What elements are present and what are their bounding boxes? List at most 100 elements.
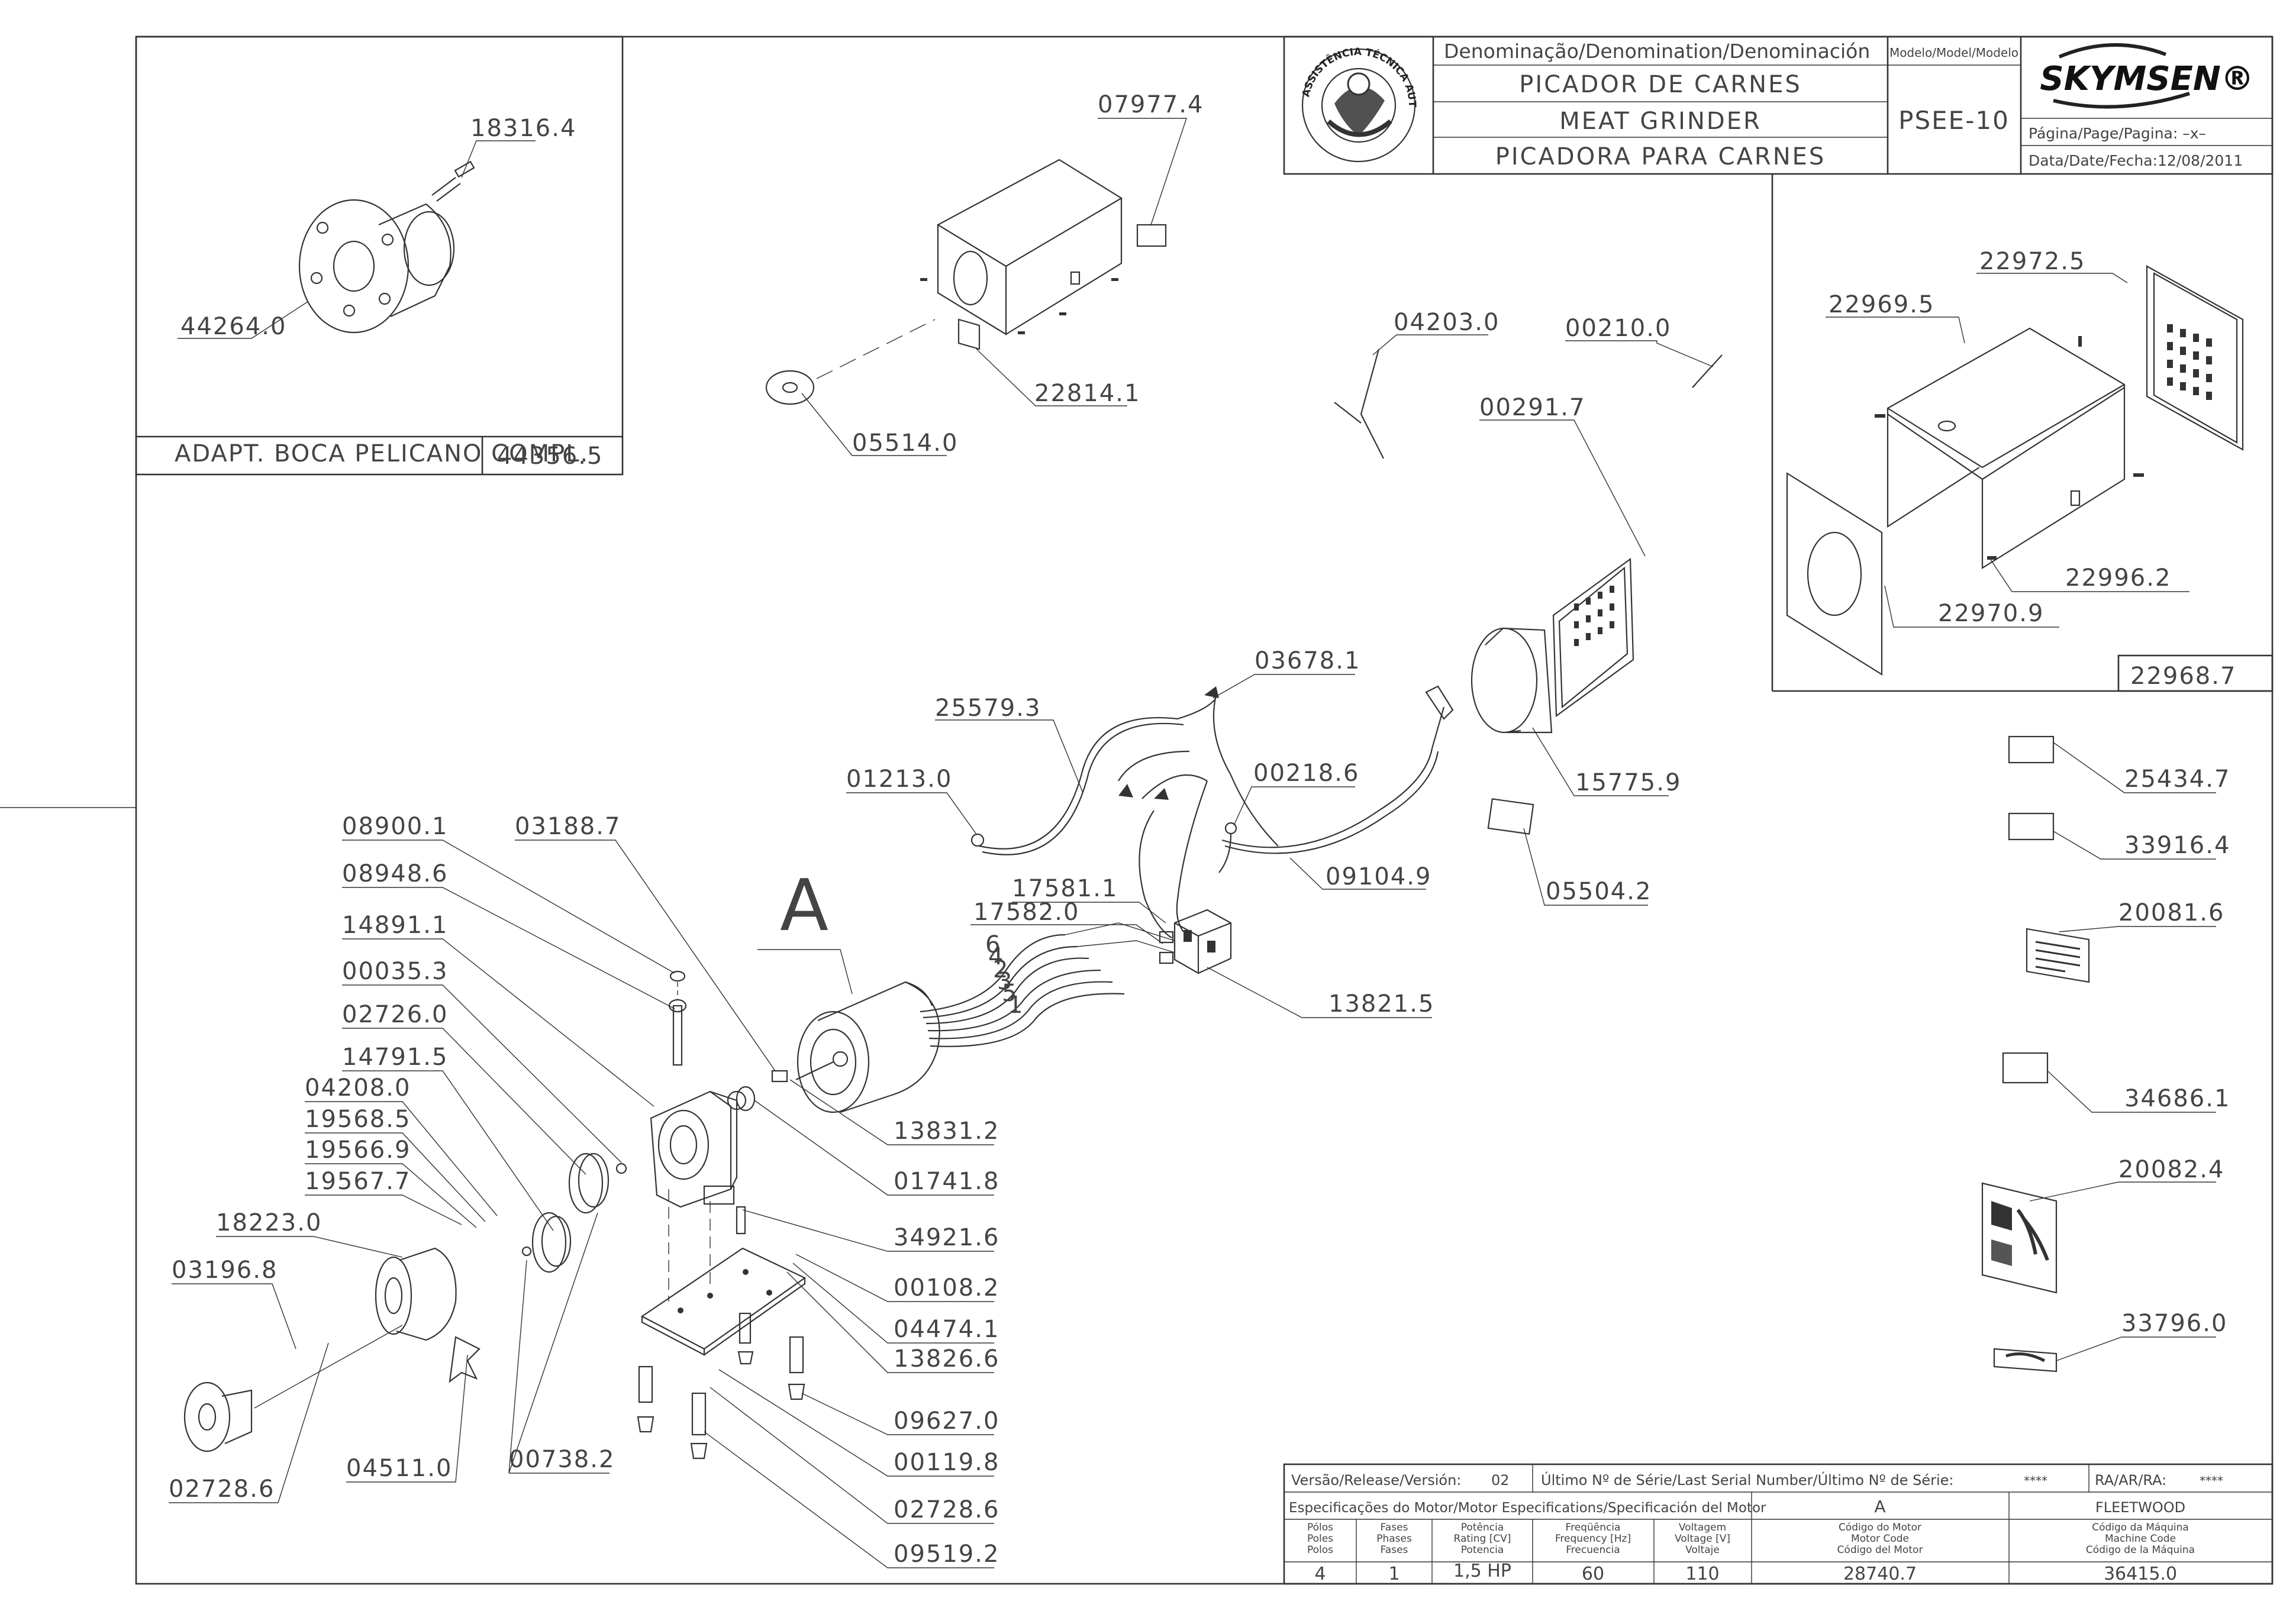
label-09104-9: 09104.9 bbox=[1326, 863, 1431, 890]
col-rating-pt: Potência bbox=[1461, 1522, 1504, 1533]
warning-label-20081-6 bbox=[2026, 928, 2090, 983]
value-phases: 1 bbox=[1388, 1564, 1399, 1584]
col-voltage-es: Voltaje bbox=[1685, 1544, 1720, 1556]
label-17581-1: 17581.1 bbox=[1012, 875, 1118, 902]
label-44264-0: 44264.0 bbox=[180, 313, 286, 340]
col-voltage-en: Voltage [V] bbox=[1675, 1533, 1730, 1545]
col-machine-code-en: Machine Code bbox=[2105, 1533, 2176, 1545]
serial-label: Último Nº de Série/Last Serial Number/Úl… bbox=[1541, 1471, 1953, 1489]
label-18316-4: 18316.4 bbox=[470, 115, 576, 142]
gears bbox=[521, 1152, 627, 1273]
brand-name: SKYMSEN® bbox=[2040, 60, 2253, 98]
inset-caption: ADAPT. BOCA PELICANO COMPL. bbox=[175, 440, 589, 467]
label-34686-1: 34686.1 bbox=[2124, 1085, 2230, 1112]
detail-letter-a: A bbox=[780, 865, 828, 947]
inset-pelican-adapter: ADAPT. BOCA PELICANO COMPL. 44356.5 1831… bbox=[135, 35, 624, 476]
front-flange bbox=[183, 1247, 481, 1452]
label-22969-5: 22969.5 bbox=[1829, 291, 1934, 318]
label-13831-2: 13831.2 bbox=[894, 1118, 999, 1145]
label-07977-4: 07977.4 bbox=[1098, 91, 1204, 118]
col-rating-en: Rating [CV] bbox=[1454, 1533, 1511, 1545]
label-00035-3: 00035.3 bbox=[342, 958, 448, 985]
switch-block bbox=[1159, 909, 1232, 974]
label-04203-0: 04203.0 bbox=[1394, 309, 1500, 336]
label-00108-2: 00108.2 bbox=[894, 1274, 999, 1302]
col-motor-code-en: Motor Code bbox=[1851, 1533, 1909, 1545]
model-header: Modelo/Model/Modelo bbox=[1889, 46, 2018, 60]
value-rating: 1,5 HP bbox=[1453, 1561, 1511, 1581]
label-13821-5: 13821.5 bbox=[1328, 990, 1434, 1018]
label-18223-0: 18223.0 bbox=[216, 1209, 322, 1236]
title-block: ASSISTÊNCIA TÉCNICA AUTORIZADA Denominaç… bbox=[0, 0, 2274, 175]
page-label: Página/Page/Pagina: –x– bbox=[2029, 125, 2206, 142]
authorized-service-seal: ASSISTÊNCIA TÉCNICA AUTORIZADA bbox=[0, 0, 1418, 163]
wire-number-6: 6 bbox=[985, 931, 1001, 958]
label-34921-6: 34921.6 bbox=[894, 1224, 999, 1251]
col-poles-en: Poles bbox=[1307, 1533, 1333, 1545]
label-09519-2: 09519.2 bbox=[894, 1541, 999, 1568]
label-04474-1: 04474.1 bbox=[894, 1316, 999, 1343]
label-03196-8: 03196.8 bbox=[172, 1257, 278, 1284]
col-phases-en: Phases bbox=[1376, 1533, 1412, 1545]
sheet-frame bbox=[0, 35, 2274, 1585]
label-19567-7: 19567.7 bbox=[305, 1168, 411, 1195]
label-19568-5: 19568.5 bbox=[305, 1106, 411, 1133]
label-09627-0: 09627.0 bbox=[894, 1407, 999, 1435]
cable-harness bbox=[970, 685, 1454, 938]
motor-a bbox=[795, 922, 1175, 1113]
label-04511-0: 04511.0 bbox=[346, 1455, 452, 1482]
left-part-labels: 08900.1 03188.7 08948.6 14891.1 00035.3 … bbox=[169, 813, 776, 1503]
version-value: 02 bbox=[1491, 1472, 1510, 1489]
wire-numbers: 6 4 2 3 5 1 bbox=[985, 931, 1024, 1019]
inset-code: 44356.5 bbox=[497, 443, 603, 470]
front-panel bbox=[1786, 472, 1883, 676]
label-25434-7: 25434.7 bbox=[2124, 766, 2230, 793]
col-motor-code-pt: Código do Motor bbox=[1839, 1522, 1921, 1533]
gearbox-housing bbox=[650, 970, 747, 1208]
label-20082-4: 20082.4 bbox=[2118, 1156, 2224, 1183]
label-15775-9: 15775.9 bbox=[1575, 769, 1681, 796]
label-05514-0: 05514.0 bbox=[852, 430, 958, 457]
col-poles-es: Polos bbox=[1307, 1544, 1333, 1556]
label-01741-8: 01741.8 bbox=[894, 1168, 999, 1195]
wire-number-4: 4 bbox=[988, 943, 1004, 970]
label-20081-6: 20081.6 bbox=[2118, 899, 2224, 926]
col-frequency-en: Frequency [Hz] bbox=[1555, 1533, 1631, 1545]
col-rating-es: Potencia bbox=[1461, 1544, 1504, 1556]
label-14791-5: 14791.5 bbox=[342, 1044, 448, 1071]
top-motor-cover bbox=[765, 159, 1167, 405]
label-14891-1: 14891.1 bbox=[342, 912, 448, 939]
wire-number-3: 3 bbox=[997, 968, 1013, 995]
col-phases-pt: Fases bbox=[1381, 1522, 1408, 1533]
housing-assembly-box: 22968.7 bbox=[1771, 174, 2274, 692]
motor-spec-label: Especificações do Motor/Motor Especifica… bbox=[1289, 1500, 1766, 1516]
col-frequency-es: Frecuencia bbox=[1566, 1544, 1620, 1556]
brand-plate-33796-0 bbox=[1993, 1348, 2058, 1373]
label-02728-6-left: 02728.6 bbox=[169, 1476, 275, 1503]
manufacturer: FLEETWOOD bbox=[2095, 1499, 2185, 1516]
housing-shell bbox=[1887, 327, 2126, 569]
coupling-13831-2 bbox=[771, 1070, 788, 1083]
safety-label-20082-4 bbox=[1981, 1182, 2058, 1294]
center-part-labels: 13831.2 01741.8 34921.6 00108.2 04474.1 … bbox=[704, 1079, 999, 1568]
col-motor-code-es: Código del Motor bbox=[1837, 1544, 1923, 1556]
wire-number-1: 1 bbox=[1008, 992, 1024, 1019]
value-voltage: 110 bbox=[1685, 1564, 1719, 1584]
label-33796-0: 33796.0 bbox=[2121, 1310, 2227, 1337]
denomination-header: Denominação/Denomination/Denominación bbox=[1444, 40, 1870, 63]
label-08900-1: 08900.1 bbox=[342, 813, 448, 840]
label-08948-6: 08948.6 bbox=[342, 860, 448, 887]
label-22970-9: 22970.9 bbox=[1938, 600, 2044, 627]
value-poles: 4 bbox=[1314, 1564, 1326, 1584]
col-machine-code-pt: Código da Máquina bbox=[2092, 1522, 2189, 1533]
label-02728-6-right: 02728.6 bbox=[894, 1496, 999, 1523]
version-label: Versão/Release/Versión: bbox=[1291, 1472, 1461, 1489]
name-en: MEAT GRINDER bbox=[1559, 108, 1762, 135]
label-03188-7: 03188.7 bbox=[515, 813, 621, 840]
name-es: PICADORA PARA CARNES bbox=[1495, 143, 1826, 170]
col-poles-pt: Pólos bbox=[1307, 1522, 1333, 1533]
label-00119-8: 00119.8 bbox=[894, 1449, 999, 1476]
label-00210-0: 00210.0 bbox=[1565, 315, 1671, 342]
label-04208-0: 04208.0 bbox=[305, 1074, 411, 1102]
